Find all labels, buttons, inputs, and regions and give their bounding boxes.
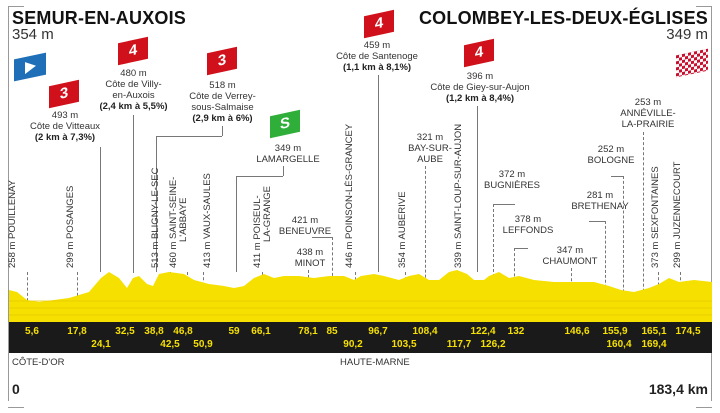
elevation-profile: [9, 270, 712, 322]
place-posanges: 299 m POSANGES: [65, 185, 76, 268]
finish-altitude: 349 m: [666, 26, 708, 43]
km-marker: 108,4: [412, 326, 438, 337]
marker-line: [236, 176, 237, 272]
marker-line: [236, 176, 283, 177]
place-vaux-saules: 413 m VAUX-SAULES: [202, 173, 213, 268]
frame-corner-left: [8, 6, 24, 408]
distance-start: 0: [12, 381, 20, 397]
km-marker: 38,8: [144, 326, 164, 337]
km-marker: 126,2: [480, 339, 506, 350]
marker-line: [623, 176, 624, 322]
region-cote-d-or: CÔTE-D'OR: [12, 357, 65, 368]
km-marker: 32,5: [115, 326, 135, 337]
km-marker: 66,1: [251, 326, 271, 337]
region-haute-marne: HAUTE-MARNE: [340, 357, 410, 368]
start-altitude: 354 m: [12, 26, 54, 43]
marker-line: [477, 106, 478, 272]
frame-corner-right: [696, 6, 712, 408]
marker-line: [514, 248, 528, 249]
start-flag-icon: [14, 52, 46, 82]
km-marker: 90,2: [343, 339, 363, 350]
category-badge: 4: [364, 9, 394, 39]
marker-line: [27, 272, 28, 322]
marker-line: [425, 166, 426, 322]
km-marker: 42,5: [160, 339, 180, 350]
category-badge: 3: [207, 46, 237, 76]
marker-line: [100, 147, 101, 272]
distance-end: 183,4 km: [648, 381, 708, 397]
km-marker: 174,5: [675, 326, 701, 337]
km-marker: 59: [228, 326, 240, 337]
marker-line: [611, 176, 623, 177]
category-badge: 3: [49, 79, 79, 109]
km-marker: 160,4: [606, 339, 632, 350]
marker-line: [605, 221, 606, 322]
km-bar: 5,6 17,8 32,5 38,8 46,8 59 66,1 78,1 85 …: [9, 322, 712, 353]
km-marker: 103,5: [391, 339, 417, 350]
km-marker: 5,6: [25, 326, 39, 337]
km-marker: 122,4: [470, 326, 496, 337]
place-auberive: 354 m AUBERIVE: [397, 191, 408, 268]
marker-line: [156, 136, 157, 272]
start-town: SEMUR-EN-AUXOIS: [12, 8, 187, 28]
km-marker: 46,8: [173, 326, 193, 337]
marker-line: [643, 132, 644, 322]
marker-line: [589, 221, 605, 222]
km-marker: 169,4: [641, 339, 667, 350]
marker-line: [133, 115, 134, 273]
place-poinson: 446 m POINSON-LÈS-GRANCEY: [344, 123, 355, 268]
category-badge: 4: [118, 36, 148, 66]
km-marker: 165,1: [641, 326, 667, 337]
km-marker: 117,7: [446, 339, 472, 350]
km-marker: 155,9: [602, 326, 628, 337]
place-juzennecourt: 299 m JUZENNECOURT: [672, 161, 683, 268]
marker-line: [283, 166, 284, 176]
km-marker: 85: [326, 326, 338, 337]
km-marker: 50,9: [193, 339, 213, 350]
place-pouillenay: 258 m POUILLENAY: [7, 179, 18, 268]
marker-line: [493, 204, 515, 205]
marker-line: [493, 204, 494, 322]
km-marker: 78,1: [298, 326, 318, 337]
place-sexfontaines: 373 m SEXFONTAINES: [650, 166, 661, 268]
marker-line: [312, 237, 332, 238]
km-marker: 17,8: [67, 326, 87, 337]
sprint-badge-icon: S: [270, 109, 300, 139]
marker-line: [378, 75, 379, 272]
place-saint-seine: 460 m SAINT-SEINE-L'ABBAYE: [168, 176, 189, 268]
finish-town: COLOMBEY-LES-DEUX-ÉGLISES: [418, 8, 708, 28]
marker-line: [156, 136, 222, 137]
marker-line: [222, 126, 223, 136]
place-bligny: 513 m BLIGNY-LE-SEC: [150, 167, 161, 269]
km-marker: 24,1: [91, 339, 111, 350]
category-badge: 4: [464, 38, 494, 68]
km-marker: 96,7: [368, 326, 388, 337]
km-marker: 146,6: [564, 326, 590, 337]
km-marker: 132: [507, 326, 525, 337]
